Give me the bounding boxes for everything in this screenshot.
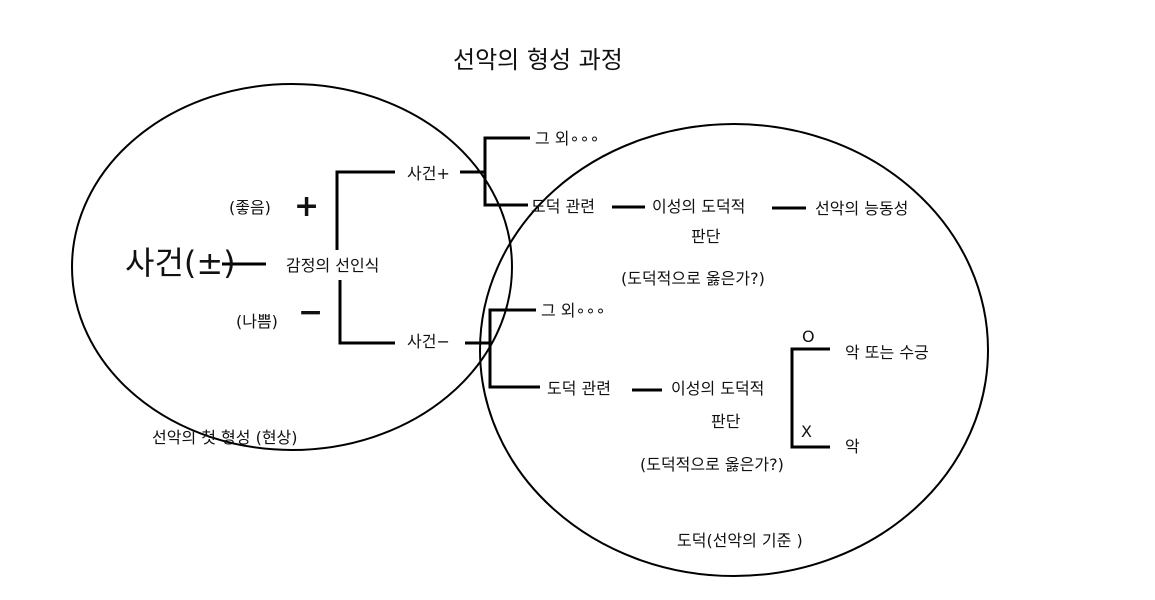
lower-question: (도덕적으로 옳은가?) [640, 455, 784, 474]
lower-moral-node: 도덕 관련 [547, 379, 611, 398]
upper-result-node: 선악의 능동성 [815, 199, 909, 218]
diagram-title: 선악의 형성 과정 [453, 46, 623, 74]
lower-other-node: 그 외∘∘∘ [541, 301, 606, 320]
emotion-node: 감정의 선인식 [286, 256, 380, 275]
event-node: 사건(±) [125, 244, 236, 282]
upper-judgment-line1: 이성의 도덕적 [652, 197, 746, 216]
left-set-ellipse [71, 83, 513, 451]
yes-mark: O [802, 327, 815, 346]
connector-lines [222, 136, 830, 449]
yes-result-node: 악 또는 수긍 [845, 343, 929, 362]
right-set-ellipse [479, 123, 989, 577]
lower-judgment-line1: 이성의 도덕적 [671, 379, 765, 398]
event-minus-node: 사건− [407, 332, 450, 351]
lower-judgment-line2: 판단 [711, 412, 741, 431]
no-result-node: 악 [845, 437, 860, 456]
left-set-label: 선악의 첫 형성 (현상) [152, 428, 298, 447]
upper-other-node: 그 외∘∘∘ [535, 129, 600, 148]
upper-judgment-line2: 판단 [691, 227, 721, 246]
event-plus-node: 사건+ [407, 164, 450, 183]
no-mark: X [801, 422, 812, 441]
bad-label: (나쁨) [236, 312, 278, 331]
plus-sign: + [294, 189, 320, 224]
upper-question: (도덕적으로 옳은가?) [621, 269, 765, 288]
minus-sign: − [298, 295, 324, 330]
good-label: (좋음) [229, 198, 271, 217]
upper-moral-node: 도덕 관련 [531, 197, 595, 216]
right-set-label: 도덕(선악의 기준 ) [677, 531, 803, 550]
